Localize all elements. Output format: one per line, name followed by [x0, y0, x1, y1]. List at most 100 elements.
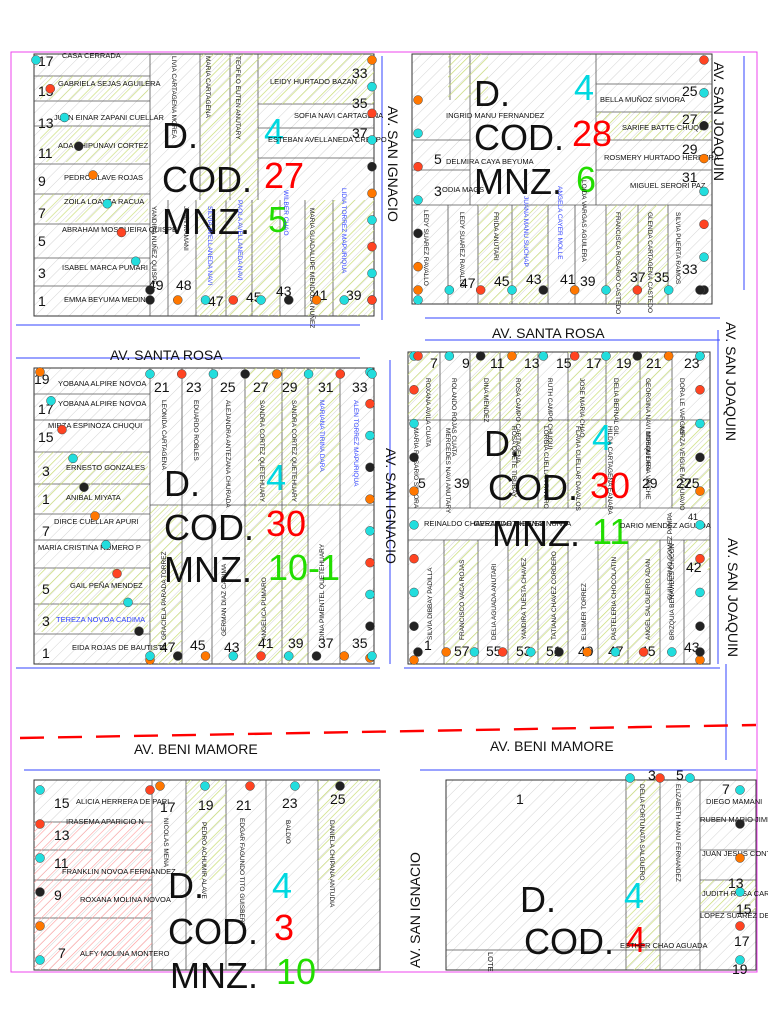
- lot-number: 37: [318, 635, 334, 651]
- street-label-san-ignacio-bottom: AV. SAN IGNACIO: [407, 852, 423, 968]
- lot-number: 39: [346, 287, 362, 303]
- survey-marker: [228, 651, 238, 661]
- survey-marker: [311, 651, 322, 661]
- owner-name: LIVIA CARTAGENA MOREA: [170, 56, 177, 139]
- owner-name: SARIFE BATTE CHUQUI: [622, 123, 706, 132]
- block-2: [411, 53, 713, 305]
- survey-marker: [632, 351, 643, 361]
- owner-name: ANGELA CAYER MOLLE: [556, 186, 563, 260]
- owner-name: LOPEZ SUAREZ DE PACO: [700, 911, 768, 920]
- district-label: D.: [164, 463, 200, 504]
- lot-number: 33: [682, 261, 698, 277]
- lot-number: 13: [728, 875, 744, 891]
- lot-number: 35: [654, 269, 670, 285]
- lot-number: 27: [253, 379, 269, 395]
- owner-name: NICOLAS MENA: [162, 818, 169, 868]
- lot-number: 5: [676, 767, 684, 783]
- lot-number: 35: [352, 635, 368, 651]
- survey-marker: [695, 647, 705, 657]
- owner-name: LOTE: [486, 952, 495, 972]
- lot-number: 19: [616, 355, 632, 371]
- survey-marker: [695, 351, 705, 361]
- lot-number: 27: [682, 111, 698, 127]
- mnz-number: 5: [268, 199, 288, 240]
- owner-names-vertical: YANDIRA NUÑEZ QUISPE JUAN MAMANI SILVIA …: [150, 56, 685, 926]
- lot-number: 31: [318, 379, 334, 395]
- lot-numbers: 17 15 13 11 9 7 5 3 1 49 48 47 45 43 41 …: [34, 53, 752, 977]
- owner-name: FLAVIA CUELLAR DAVALOS: [574, 426, 581, 512]
- lot-number: 42: [686, 559, 702, 575]
- survey-marker: [365, 462, 375, 473]
- survey-marker: [35, 853, 45, 863]
- street-label-beni-mamore-right: AV. BENI MAMORE: [490, 738, 614, 754]
- district-number: 4: [624, 875, 644, 916]
- survey-marker: [176, 369, 187, 379]
- cod-number: 27: [264, 155, 304, 196]
- owner-name: ELSIMER TORREZ: [581, 583, 588, 640]
- survey-marker: [367, 651, 377, 661]
- block-3-label: D. 4 COD. 30 MNZ. 10-1: [164, 457, 340, 590]
- survey-marker: [538, 351, 549, 361]
- survey-marker: [365, 399, 375, 409]
- owner-name: PAOLA AVELLANEDA NAVI: [236, 200, 243, 281]
- owner-name: GERMAN DIAZ CADIMA: [221, 563, 228, 636]
- lot-number: 25: [220, 379, 236, 395]
- lot-number: 47: [160, 639, 176, 655]
- survey-marker: [413, 261, 423, 272]
- survey-marker: [112, 568, 122, 579]
- survey-marker: [145, 295, 155, 305]
- survey-marker: [116, 227, 127, 238]
- owner-name: ANGEL SALGUEIRO ADAN: [645, 559, 652, 640]
- lot-number: 39: [454, 475, 470, 491]
- survey-marker: [735, 921, 745, 931]
- survey-marker: [409, 587, 419, 598]
- lot-number: 9: [54, 887, 62, 903]
- owner-name: ELIZABETH MANU FERNANDEZ: [674, 784, 681, 882]
- survey-marker: [695, 587, 705, 598]
- owner-name: LIDIA TORREZ MAPURIQUA: [340, 188, 347, 274]
- survey-marker: [365, 494, 375, 504]
- survey-marker: [695, 520, 705, 530]
- owner-name: SANDRA CORTEZ QUETEHUARY: [258, 400, 265, 503]
- survey-marker: [409, 385, 419, 395]
- owner-name: DIRCE CUELLAR APURI: [54, 517, 139, 526]
- survey-marker: [409, 418, 419, 429]
- survey-marker: [74, 141, 84, 151]
- owner-name: ALEJANDRA ANTEZANA CHURADA: [224, 400, 231, 508]
- survey-marker: [735, 887, 745, 897]
- lot-number: 3: [42, 613, 50, 629]
- lot-number: 7: [38, 205, 46, 221]
- district-label: D.: [520, 879, 556, 920]
- cod-number: 30: [590, 465, 630, 506]
- lot-number: 48: [176, 277, 192, 293]
- survey-marker: [475, 285, 486, 295]
- lot-number: 43: [224, 639, 240, 655]
- street-label-santa-rosa-right: AV. SANTA ROSA: [492, 325, 605, 341]
- lot-number: 19: [732, 961, 748, 977]
- survey-marker: [413, 285, 423, 295]
- lot-number: 57: [454, 643, 470, 659]
- owner-name: RUTH CAMPO CHUQUI: [546, 378, 553, 449]
- lot-number: 29: [642, 475, 658, 491]
- mnz-label: MNZ.: [492, 513, 580, 554]
- survey-marker: [444, 285, 455, 295]
- mnz-number: 10-1: [268, 547, 340, 588]
- lot-number: 19: [198, 797, 214, 813]
- survey-marker: [365, 526, 375, 536]
- owner-name: JUAN JESUS CONTINENO FARFAN: [702, 849, 768, 858]
- survey-marker: [444, 351, 455, 361]
- lot-number: 41: [688, 512, 698, 522]
- lot-number: 33: [352, 65, 368, 81]
- lot-number: 25: [330, 791, 346, 807]
- survey-marker: [256, 651, 266, 661]
- survey-marker: [409, 621, 419, 631]
- lot-number: 31: [682, 169, 698, 185]
- survey-marker: [699, 186, 709, 197]
- district-label: D.: [162, 115, 198, 156]
- owner-name: YANDIRA TUESTA CHAVEZ: [521, 558, 528, 640]
- mnz-number: 10: [276, 951, 316, 992]
- owner-name: EDGAR FAGUNDO TITO GUISBERT: [238, 818, 245, 926]
- lot-number: 1: [424, 637, 432, 653]
- street-lines: [16, 56, 756, 771]
- owner-name: INGRID MANU FERNANDEZ: [446, 111, 545, 120]
